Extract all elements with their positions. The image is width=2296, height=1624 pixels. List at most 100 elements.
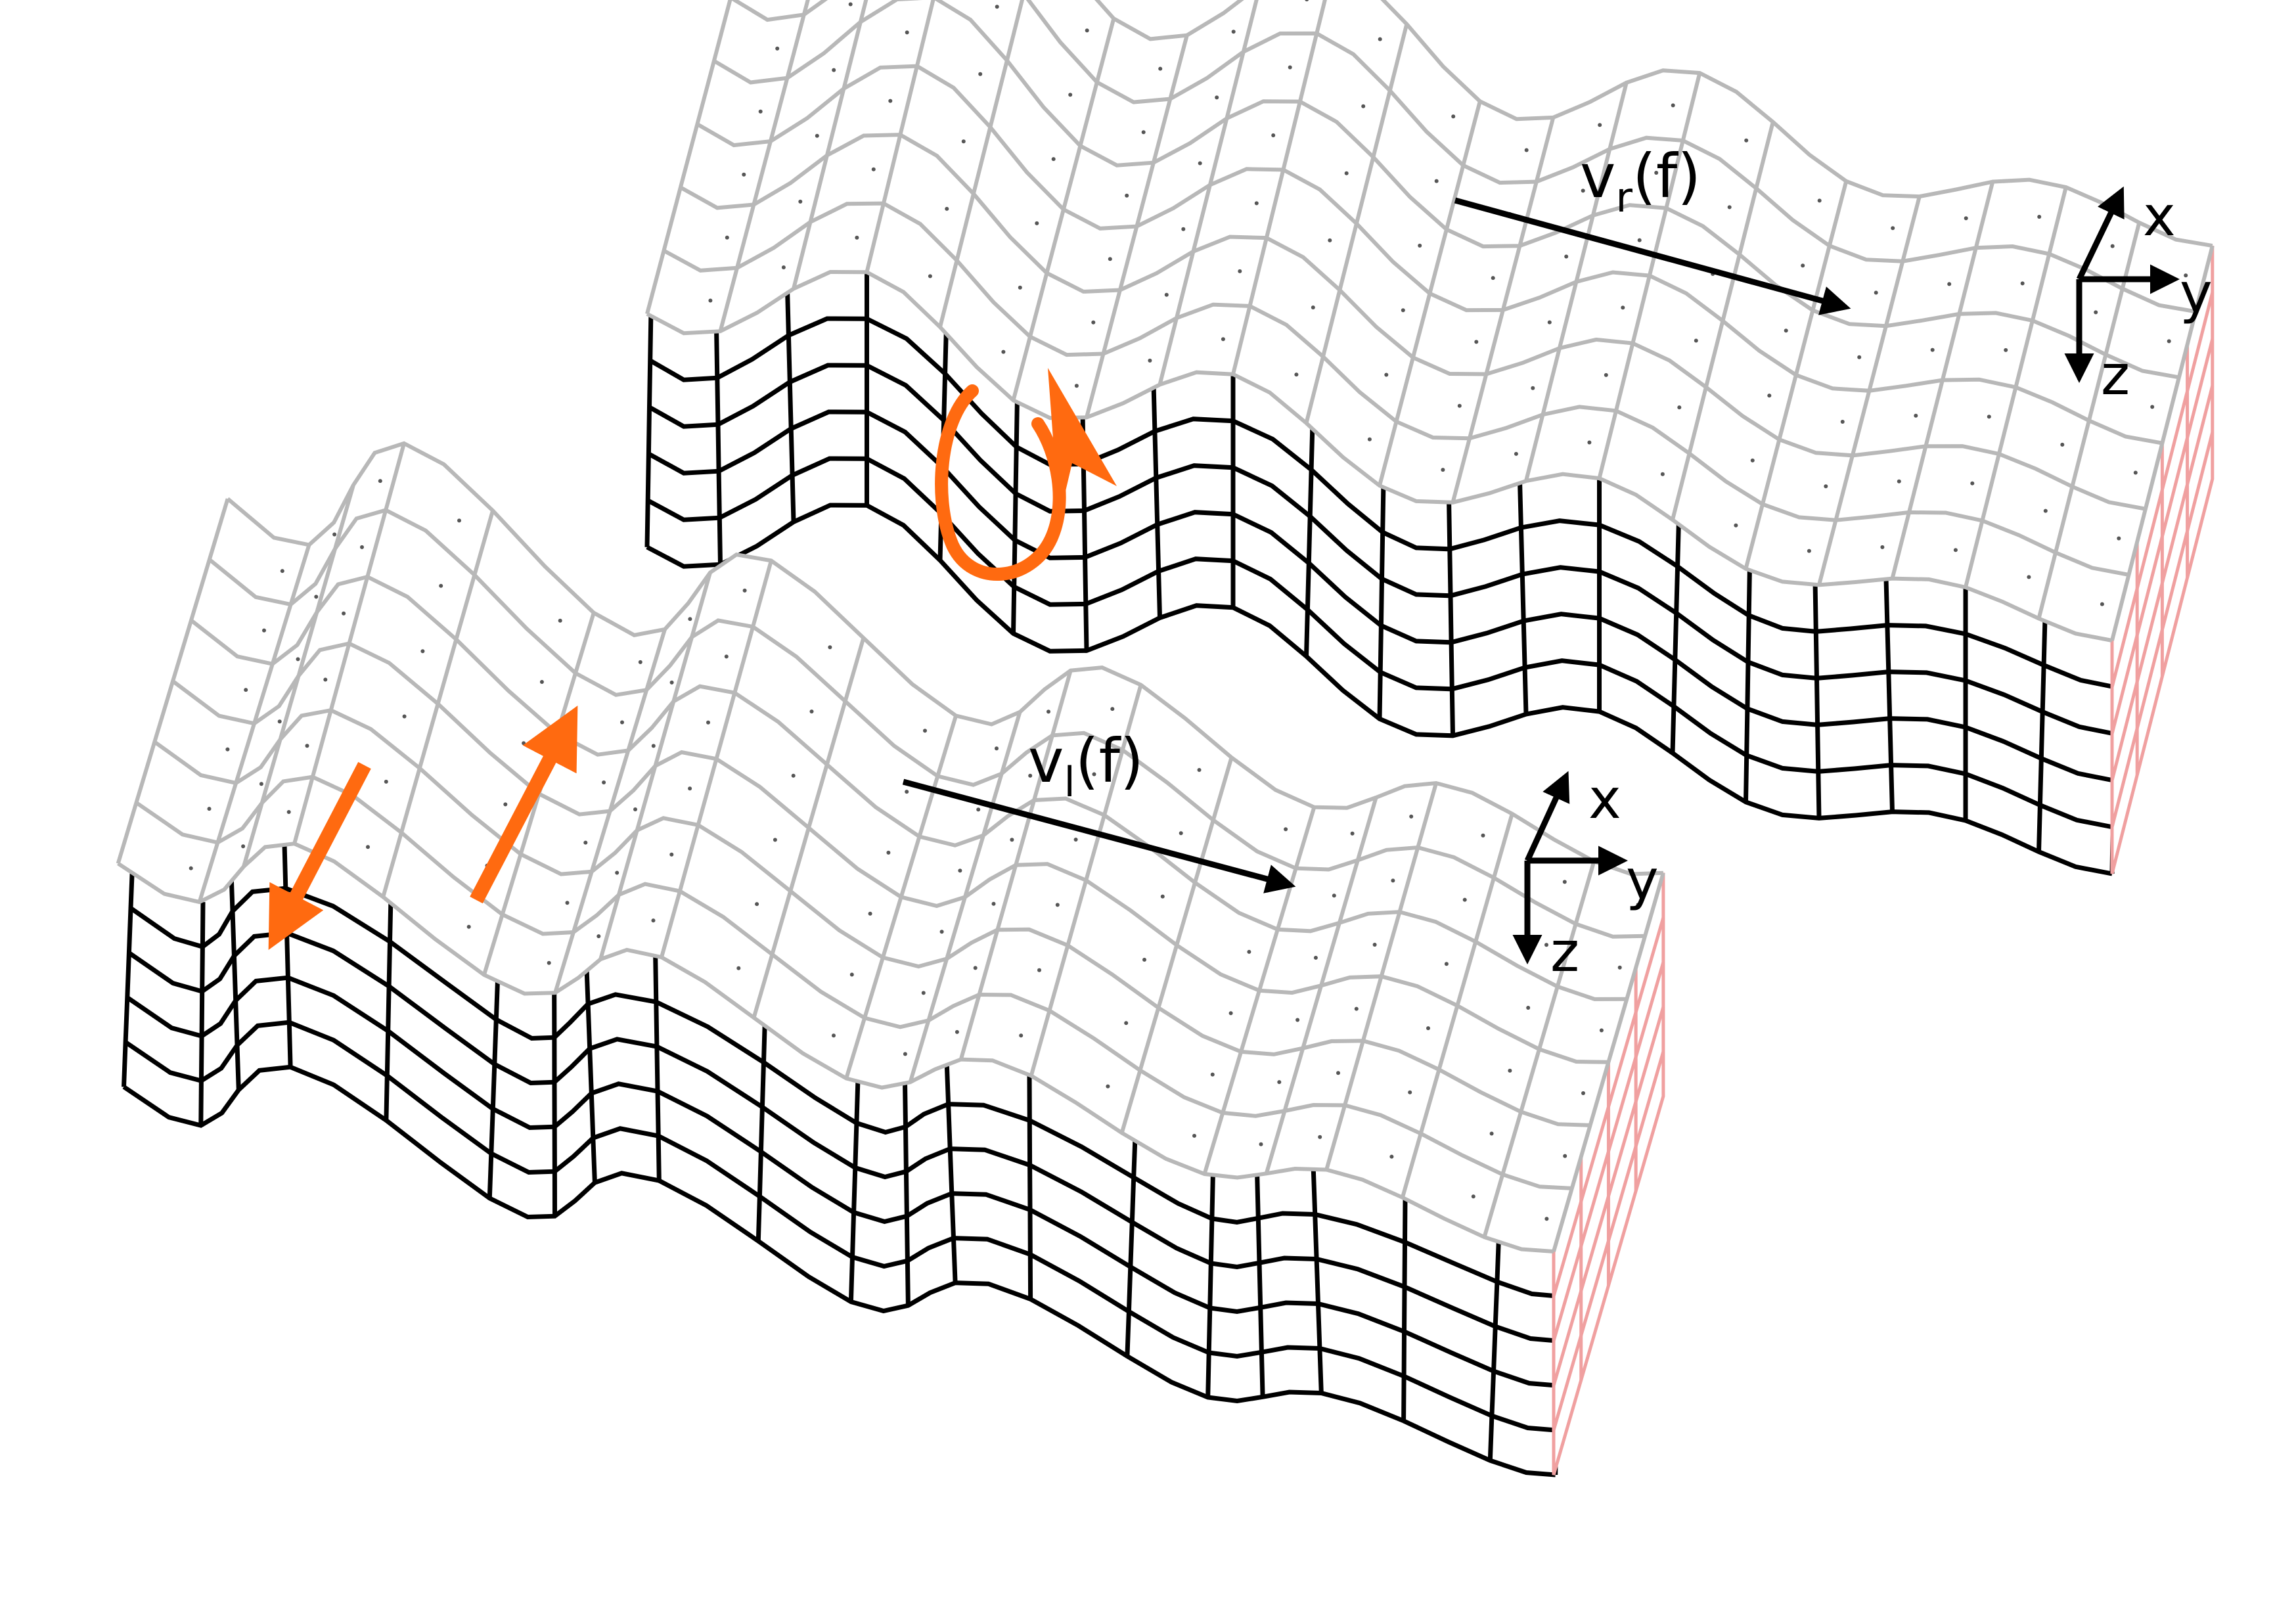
particle-dot bbox=[262, 628, 266, 633]
side-grid-line bbox=[1205, 1173, 1215, 1398]
particle-dot bbox=[323, 677, 328, 682]
particle-dot bbox=[1108, 257, 1112, 261]
particle-dot bbox=[457, 518, 461, 523]
top-grid-line bbox=[844, 715, 958, 1079]
particle-dot bbox=[305, 744, 309, 748]
particle-dot bbox=[1474, 340, 1479, 344]
particle-dot bbox=[1092, 772, 1096, 777]
particle-dot bbox=[1073, 838, 1078, 842]
particle-dot bbox=[1964, 216, 1968, 221]
particle-dot bbox=[725, 235, 729, 240]
particle-dot bbox=[1192, 1133, 1196, 1138]
particle-dot bbox=[755, 902, 759, 907]
top-grid-line bbox=[1158, 0, 1259, 386]
particle-dot bbox=[1035, 221, 1039, 225]
particle-dot bbox=[905, 30, 909, 35]
particle-dot bbox=[2037, 215, 2042, 219]
long-arrow-right-icon bbox=[1454, 197, 1851, 315]
particle-dot bbox=[1391, 878, 1395, 883]
side-grid-line bbox=[1151, 384, 1162, 618]
particle-dot bbox=[651, 918, 656, 923]
particle-dot bbox=[1677, 405, 1682, 410]
particle-dot bbox=[1767, 394, 1772, 398]
love-block-end-face bbox=[1552, 872, 1665, 1476]
top-grid-line bbox=[1401, 813, 1514, 1198]
particle-dot bbox=[1106, 1084, 1110, 1089]
particle-dot bbox=[1271, 133, 1276, 137]
side-grid-line bbox=[229, 866, 241, 1091]
top-grid-line bbox=[1231, 0, 1327, 375]
particle-dot bbox=[1434, 179, 1439, 183]
top-grid-line bbox=[1378, 101, 1482, 486]
particle-dot bbox=[1228, 1011, 1233, 1016]
side-grid-line bbox=[785, 288, 796, 522]
particle-dot bbox=[1389, 1154, 1394, 1159]
particle-dot bbox=[1277, 1080, 1282, 1085]
particle-dot bbox=[781, 265, 786, 269]
particle-dot bbox=[1074, 384, 1079, 388]
particle-dot bbox=[1010, 838, 1014, 842]
particle-dot bbox=[1930, 348, 1935, 352]
particle-dot bbox=[1441, 468, 1445, 472]
particle-dot bbox=[1604, 372, 1608, 377]
love-axis-z-label: z bbox=[1550, 920, 1579, 984]
particle-dot bbox=[1328, 238, 1332, 242]
side-grid-line bbox=[1027, 1075, 1033, 1299]
particle-dot bbox=[905, 790, 909, 794]
particle-dot bbox=[1587, 440, 1592, 445]
side-grid-line bbox=[644, 313, 654, 547]
end-face-line bbox=[2110, 292, 2215, 688]
side-grid-line bbox=[122, 863, 135, 1087]
rayleigh-xyz-axes-icon bbox=[2064, 186, 2180, 383]
particle-dot bbox=[848, 2, 853, 7]
particle-dot bbox=[1599, 1028, 1604, 1033]
particle-dot bbox=[277, 719, 282, 724]
particle-dot bbox=[2020, 281, 2025, 286]
particle-dot bbox=[280, 569, 284, 574]
particle-dot bbox=[420, 649, 425, 654]
particle-dot bbox=[724, 654, 729, 659]
top-grid-line bbox=[1119, 757, 1234, 1134]
particle-dot bbox=[1409, 814, 1414, 819]
particle-dot bbox=[360, 545, 364, 549]
particle-dot bbox=[1142, 957, 1146, 962]
top-grid-line bbox=[381, 510, 495, 898]
particle-dot bbox=[1489, 1131, 1494, 1136]
up-arrow-icon bbox=[470, 706, 578, 904]
particle-dot bbox=[1817, 198, 1822, 203]
top-surface-fill bbox=[647, 0, 2213, 641]
particle-dot bbox=[832, 68, 836, 72]
particle-dot bbox=[828, 645, 832, 650]
rayleigh-block-particle-dots bbox=[708, 0, 2188, 606]
side-grid-line bbox=[1744, 568, 1752, 802]
side-grid-line bbox=[1304, 422, 1315, 657]
top-grid-line bbox=[1202, 806, 1317, 1175]
particle-dot bbox=[503, 802, 508, 807]
particle-dot bbox=[973, 966, 978, 970]
particle-dot bbox=[2184, 273, 2188, 278]
top-grid-line bbox=[718, 0, 810, 332]
particle-dot bbox=[775, 46, 780, 51]
particle-dot bbox=[1621, 305, 1625, 310]
particle-dot bbox=[342, 611, 346, 616]
particle-dot bbox=[583, 840, 588, 845]
particle-dot bbox=[638, 660, 642, 664]
rayleigh-velocity-label: vr(f) bbox=[1580, 141, 1701, 221]
particle-dot bbox=[1148, 358, 1152, 363]
particle-dot bbox=[1947, 282, 1952, 286]
particle-dot bbox=[296, 657, 300, 662]
top-grid-line bbox=[1304, 23, 1409, 424]
particle-dot bbox=[1141, 130, 1146, 135]
particle-dot bbox=[742, 588, 747, 593]
side-grid-line bbox=[1812, 585, 1822, 819]
particle-dot bbox=[1660, 472, 1665, 476]
particle-dot bbox=[961, 139, 966, 144]
particle-dot bbox=[1037, 968, 1041, 972]
particle-dot bbox=[1784, 328, 1788, 333]
love-xyz-axes-icon bbox=[1512, 771, 1628, 964]
top-grid-line bbox=[553, 629, 667, 994]
top-grid-line bbox=[1552, 872, 1665, 1252]
particle-dot bbox=[1744, 138, 1749, 143]
particle-dot bbox=[1491, 276, 1495, 281]
particle-dot bbox=[1457, 403, 1462, 408]
